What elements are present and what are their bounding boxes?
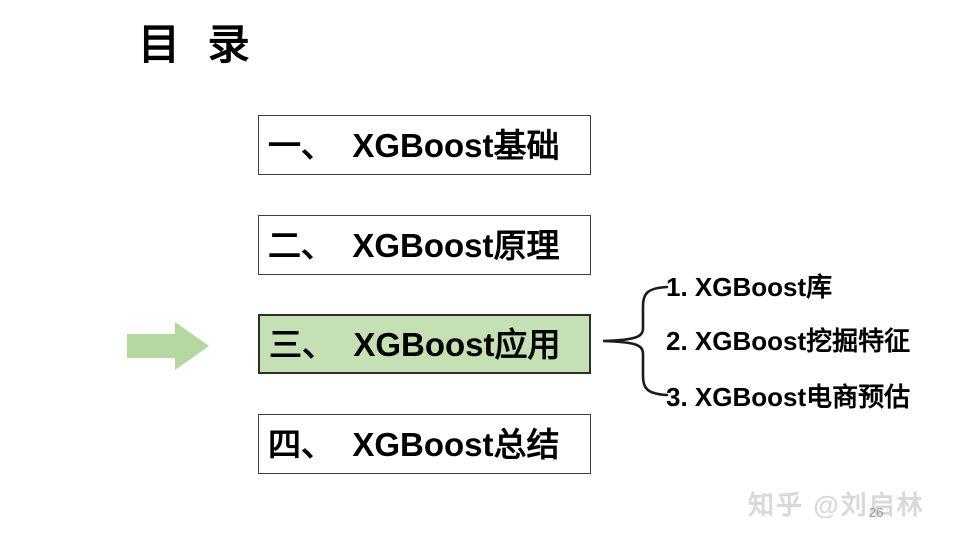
sub-item-3: 3. XGBoost电商预估 (666, 382, 911, 412)
watermark-text: 知乎 @刘启林 (748, 490, 925, 520)
toc-item-1-box: 一、 XGBoost基础 (258, 115, 591, 175)
toc-item-label: 四、 XGBoost总结 (268, 425, 560, 463)
toc-item-3-box-highlighted: 三、 XGBoost应用 (258, 314, 591, 374)
toc-item-2-box: 二、 XGBoost原理 (258, 215, 591, 275)
arrow-right-icon (127, 322, 209, 370)
sub-item-1: 1. XGBoost库 (666, 272, 833, 302)
page-title: 目 录 (138, 21, 258, 68)
toc-item-4-box: 四、 XGBoost总结 (258, 414, 591, 474)
page-number: 26 (869, 505, 884, 520)
toc-item-label: 三、 XGBoost应用 (269, 325, 561, 363)
toc-item-label: 一、 XGBoost基础 (268, 126, 560, 164)
curly-brace-icon (602, 285, 669, 397)
sub-item-2: 2. XGBoost挖掘特征 (666, 326, 911, 356)
toc-item-label: 二、 XGBoost原理 (268, 226, 560, 264)
